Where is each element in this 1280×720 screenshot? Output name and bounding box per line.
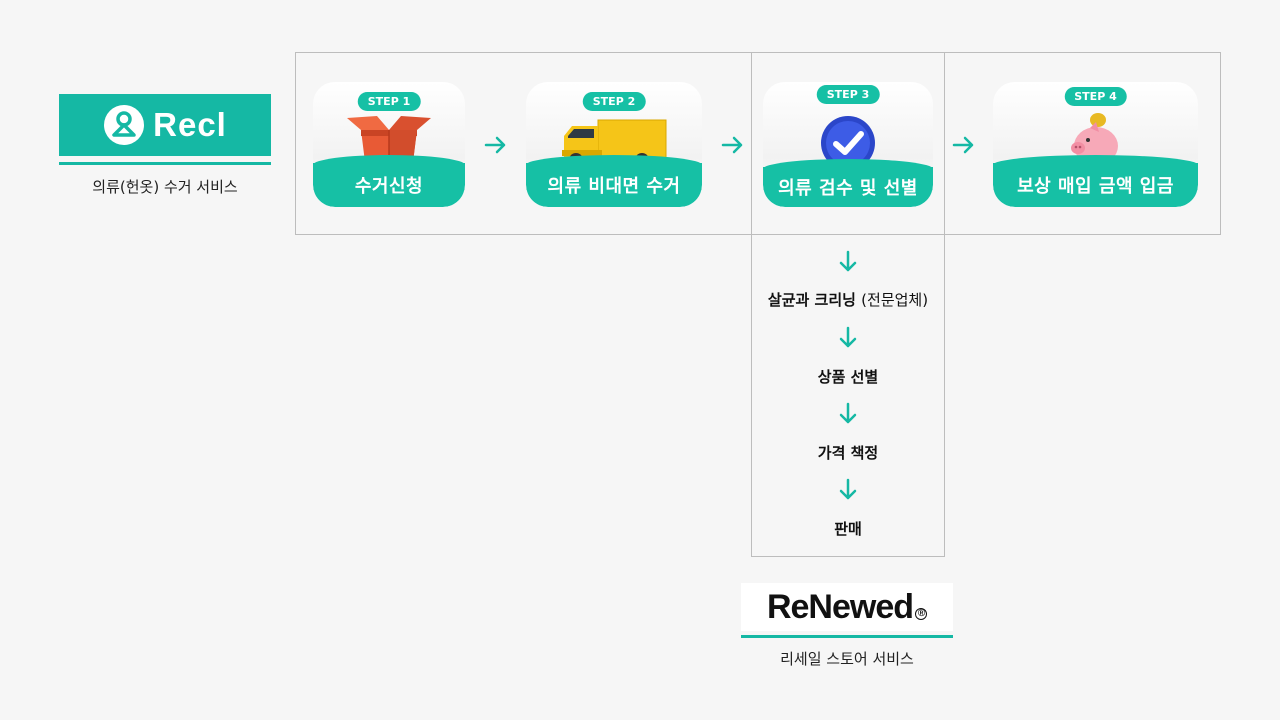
step-label: 의류 비대면 수거 <box>526 155 702 207</box>
subprocess-sanitize-label: 살균과 크리닝 <box>767 291 856 309</box>
step-label: 의류 검수 및 선별 <box>763 159 933 207</box>
subprocess-pricing: 가격 책정 <box>817 444 879 462</box>
step-badge: STEP 2 <box>582 92 646 111</box>
renewed-logo: ReNewed ® <box>741 583 953 631</box>
checkmark-badge-icon <box>821 116 875 170</box>
frame-divider <box>944 52 945 235</box>
step-card-4: STEP 4 보상 매입 금액 입금 <box>993 82 1198 207</box>
arrow-down-icon <box>839 326 857 348</box>
step-badge: STEP 3 <box>816 85 880 104</box>
step-label: 보상 매입 금액 입금 <box>993 155 1198 207</box>
renewed-underline <box>741 635 953 638</box>
arrow-right-icon <box>484 136 506 154</box>
step3-detail-frame <box>751 52 945 557</box>
arrow-down-icon <box>839 250 857 272</box>
arrow-right-icon <box>952 136 974 154</box>
subprocess-select: 상품 선별 <box>817 368 879 386</box>
step-card-2: STEP 2 의류 비대면 수거 <box>526 82 702 207</box>
arrow-right-icon <box>721 136 743 154</box>
renewed-logo-text: ReNewed <box>766 587 914 626</box>
recl-logo: Recl <box>59 94 271 156</box>
step-card-3: STEP 3 의류 검수 및 선별 <box>763 82 933 207</box>
open-box-icon <box>347 116 431 162</box>
subprocess-sanitize: 살균과 크리닝 (전문업체) <box>751 289 945 310</box>
recl-logo-text: Recl <box>153 106 227 143</box>
recl-underline <box>59 162 271 165</box>
step-label: 수거신청 <box>313 155 465 207</box>
subprocess-sale: 판매 <box>834 520 862 538</box>
renewed-caption: 리세일 스토어 서비스 <box>780 650 914 668</box>
step-badge: STEP 1 <box>357 92 421 111</box>
recl-hanger-icon <box>104 105 145 145</box>
arrow-down-icon <box>839 402 857 424</box>
step-card-1: STEP 1 수거신청 <box>313 82 465 207</box>
step-badge: STEP 4 <box>1064 87 1127 106</box>
arrow-down-icon <box>839 478 857 500</box>
subprocess-sanitize-note: (전문업체) <box>861 291 929 309</box>
recl-caption: 의류(헌옷) 수거 서비스 <box>92 178 238 196</box>
registered-mark-icon: ® <box>915 608 928 620</box>
